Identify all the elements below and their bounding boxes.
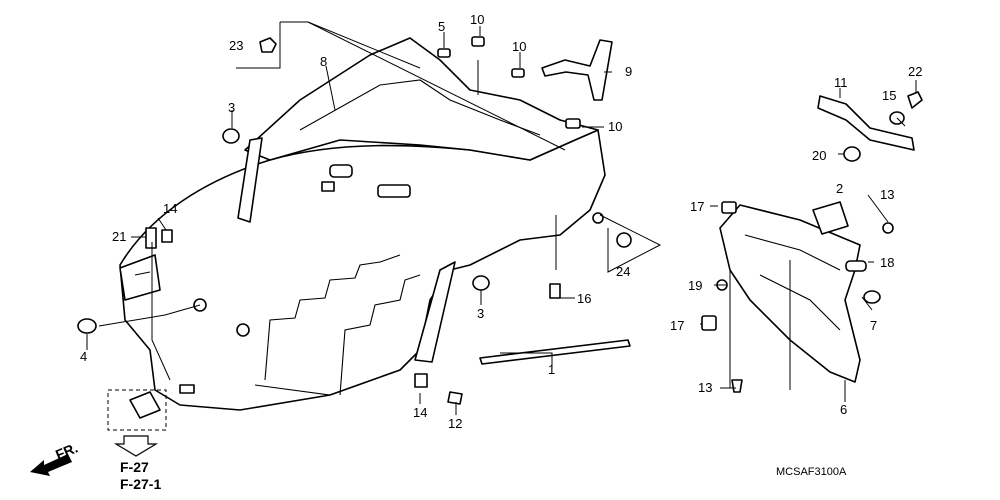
callout-9: 9 xyxy=(625,64,632,79)
front-direction-arrow-icon xyxy=(30,454,72,476)
reference-label-f27-1: F-27-1 xyxy=(120,476,161,492)
callout-20: 20 xyxy=(812,148,826,163)
callout-17: 17 xyxy=(690,199,704,214)
callout-4: 4 xyxy=(80,349,87,364)
callout-16: 16 xyxy=(577,291,591,306)
callout-19: 19 xyxy=(688,278,702,293)
callout-22: 22 xyxy=(908,64,922,79)
callout-23: 23 xyxy=(229,38,243,53)
license-bracket-assembly xyxy=(701,201,894,393)
callout-10: 10 xyxy=(512,39,526,54)
callout-3: 3 xyxy=(477,306,484,321)
reference-arrow xyxy=(113,435,159,457)
callout-17: 17 xyxy=(670,318,684,333)
callout-5: 5 xyxy=(438,19,445,34)
callout-14: 14 xyxy=(413,405,427,420)
diagram-code: MCSAF3100A xyxy=(776,466,847,478)
callout-13: 13 xyxy=(880,187,894,202)
callout-18: 18 xyxy=(880,255,894,270)
callout-10: 10 xyxy=(470,12,484,27)
small-parts xyxy=(77,36,923,419)
reference-label-f27: F-27 xyxy=(120,459,149,475)
callout-14: 14 xyxy=(163,201,177,216)
callout-11: 11 xyxy=(834,75,848,90)
callout-2: 2 xyxy=(836,181,843,196)
callout-13: 13 xyxy=(698,380,712,395)
callout-3: 3 xyxy=(228,100,235,115)
callout-7: 7 xyxy=(870,318,877,333)
callout-24: 24 xyxy=(616,264,630,279)
callout-8: 8 xyxy=(320,54,327,69)
callout-1: 1 xyxy=(548,362,555,377)
callout-6: 6 xyxy=(840,402,847,417)
front-direction-label: FR. xyxy=(53,439,80,462)
callout-12: 12 xyxy=(448,416,462,431)
callout-10: 10 xyxy=(608,119,622,134)
reference-box xyxy=(107,389,167,431)
callout-15: 15 xyxy=(882,88,896,103)
callout-labels: 1 2 3 3 4 5 6 7 8 9 10 10 10 11 12 13 13… xyxy=(80,12,922,431)
leader-lines xyxy=(86,21,917,415)
callout-21: 21 xyxy=(112,229,126,244)
